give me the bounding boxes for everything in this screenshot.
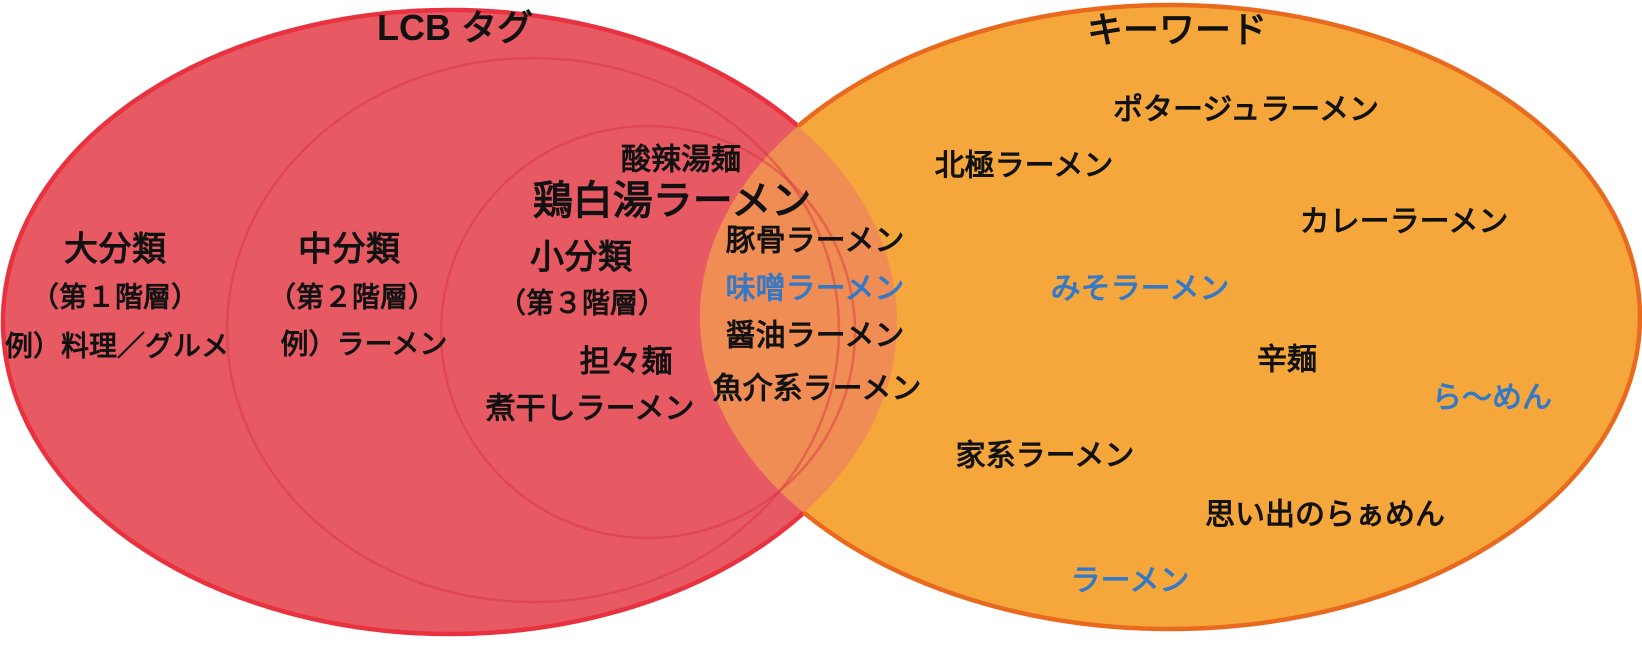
overlap-item: 醤油ラーメン: [725, 319, 905, 353]
keyword-item: カレーラーメン: [1299, 205, 1509, 239]
keyword-ellipse-stroke: [697, 2, 1642, 632]
category-middle-name: 中分類: [298, 230, 400, 269]
keyword-item: ら〜めん: [1432, 381, 1552, 415]
category-large-name: 大分類: [64, 230, 166, 269]
lcb-tag-ellipse-fill: [3, 10, 897, 634]
keyword-item: ポタージュラーメン: [1112, 93, 1380, 127]
left-item: 担々麺: [579, 343, 673, 379]
keyword-item: ラーメン: [1070, 564, 1190, 598]
keyword-item: 思い出のらぁめん: [1205, 498, 1445, 532]
middle-category-ring: [225, 56, 841, 604]
small-category-ring: [439, 124, 857, 540]
category-small-layer: （第３階層）: [497, 287, 667, 319]
overlap-item: 魚介系ラーメン: [712, 372, 922, 406]
lcb-tag-title: LCB タグ: [377, 7, 533, 49]
left-item: 煮干しラーメン: [485, 392, 695, 426]
category-large-layer: （第１階層）: [30, 281, 200, 313]
keyword-title: キーワード: [1086, 9, 1268, 51]
left-item: 鶏白湯ラーメン: [532, 179, 812, 223]
keyword-item: みそラーメン: [1050, 272, 1230, 306]
category-large-example: 例）料理／グルメ: [4, 330, 230, 362]
keyword-item: 家系ラーメン: [955, 439, 1135, 473]
keyword-item: 辛麺: [1257, 343, 1317, 377]
category-small-name: 小分類: [530, 238, 632, 277]
keyword-ellipse-fill: [700, 5, 1640, 629]
keyword-item: 北極ラーメン: [934, 149, 1114, 183]
left-item: 酸辣湯麺: [621, 143, 741, 177]
category-middle-layer: （第２階層）: [267, 281, 437, 313]
overlap-item: 味噌ラーメン: [725, 272, 905, 306]
category-middle-example: 例）ラーメン: [280, 328, 448, 360]
overlap-item: 豚骨ラーメン: [725, 224, 905, 258]
lcb-tag-ellipse-stroke: [0, 7, 900, 637]
